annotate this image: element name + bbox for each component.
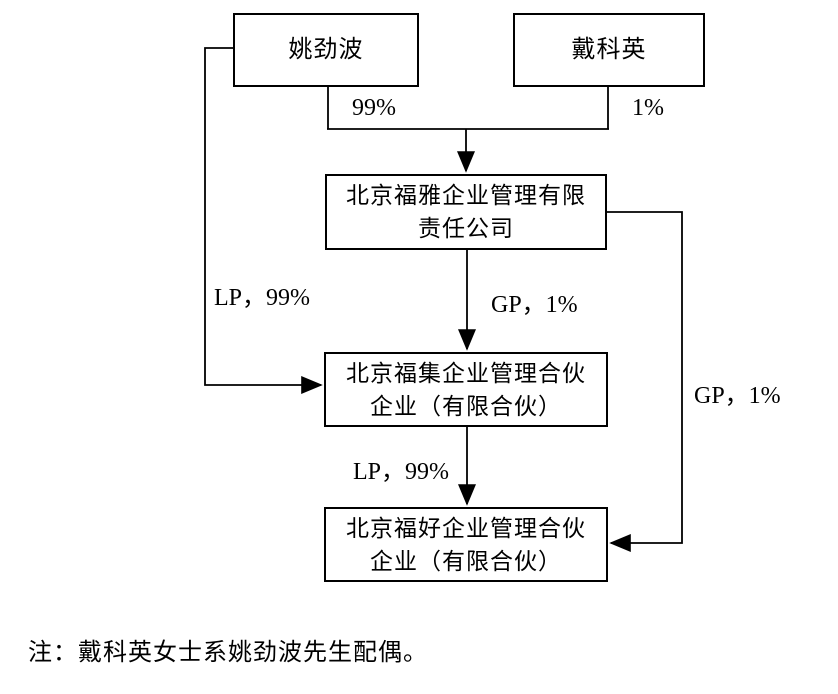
edge-label-lp-99-left: LP，99%: [214, 285, 310, 311]
node-yao-jinbo: 姚劲波: [233, 13, 419, 87]
node-dai-keying-label: 戴科英: [571, 36, 647, 63]
node-beijing-fuya-company: 北京福雅企业管理有限 责任公司: [325, 174, 607, 250]
node-fuji-label-line2: 企业（有限合伙）: [370, 393, 562, 419]
node-fuhao-label-line2: 企业（有限合伙）: [370, 548, 562, 574]
node-beijing-fuhao-partnership: 北京福好企业管理合伙 企业（有限合伙）: [324, 507, 608, 582]
node-yao-jinbo-label: 姚劲波: [288, 36, 364, 63]
edge-label-gp-1-right: GP，1%: [694, 383, 781, 409]
node-fuhao-label-line1: 北京福好企业管理合伙: [346, 515, 586, 541]
node-fuya-label-line1: 北京福雅企业管理有限: [346, 183, 586, 208]
edge-label-gp-1-middle: GP，1%: [491, 292, 578, 318]
edge-yao-to-fuji-arrow: [204, 47, 323, 394]
edge-label-dai-1-percent: 1%: [632, 95, 664, 121]
edge-label-lp-99-middle: LP，99%: [353, 459, 449, 485]
footnote-spouse-relationship: 注：戴科英女士系姚劲波先生配偶。: [28, 640, 428, 666]
edge-label-yao-99-percent: 99%: [352, 95, 396, 121]
node-dai-keying: 戴科英: [513, 13, 705, 87]
node-fuya-label-line2: 责任公司: [418, 216, 514, 241]
edge-fuya-to-fuhao-arrow: [607, 211, 683, 552]
node-beijing-fuji-partnership: 北京福集企业管理合伙 企业（有限合伙）: [324, 352, 608, 427]
node-fuji-label-line1: 北京福集企业管理合伙: [346, 360, 586, 386]
